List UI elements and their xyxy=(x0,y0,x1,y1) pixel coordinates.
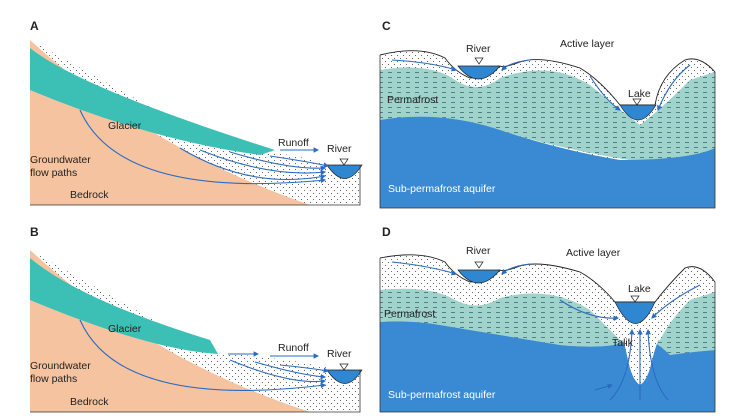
panel-c-letter: C xyxy=(382,19,391,33)
panel-c-river-label: River xyxy=(466,43,491,55)
panel-b-frame xyxy=(30,370,361,413)
panel-d-flow-arrow xyxy=(391,261,458,276)
panel-d-aquifer-label: Sub-permafrost aquifer xyxy=(388,389,496,401)
panel-a-flow-path xyxy=(229,151,327,171)
panel-b-flowpaths-label: flow paths xyxy=(30,373,77,385)
panel-d-active-layer-label: Active layer xyxy=(566,247,621,259)
panel-c-frame xyxy=(379,55,716,209)
panel-c-flow-arrow xyxy=(657,64,691,112)
panel-a-frame xyxy=(30,166,361,206)
panel-b-glacier-label: Glacier xyxy=(108,323,142,335)
panel-b-glacier xyxy=(30,258,218,354)
panel-d-permafrost-label: Permafrost xyxy=(384,308,435,320)
panel-a-groundwater-label: Groundwater xyxy=(30,154,91,166)
panel-b-flow-path xyxy=(254,361,327,380)
panel-a-river xyxy=(326,164,363,179)
panel-d-water-level-icon xyxy=(474,261,484,269)
panel-d-upwelling-arrow xyxy=(645,328,669,401)
panel-c-flow-arrow xyxy=(589,75,621,111)
panel-b-flow-path xyxy=(279,364,330,373)
panel-a-bedrock-label: Bedrock xyxy=(70,189,109,201)
panel-b-river xyxy=(326,369,363,384)
panel-c-aquifer-label: Sub-permafrost aquifer xyxy=(388,183,496,195)
panel-d-talik xyxy=(620,330,662,385)
panel-b-bedrock-label: Bedrock xyxy=(70,396,109,408)
panel-c-active-layer-label: Active layer xyxy=(560,38,615,50)
panel-a-glacier-label: Glacier xyxy=(108,120,142,132)
panel-c-flow-arrow xyxy=(501,59,531,71)
panel-a-glacier xyxy=(30,48,275,155)
panel-b-letter: B xyxy=(30,225,39,239)
panel-d-talik-label: Talik xyxy=(612,337,634,349)
panel-c-river xyxy=(457,65,501,80)
panel-a-flow-path xyxy=(179,147,327,181)
panel-d-frame xyxy=(379,258,716,413)
panel-b-flow-path xyxy=(79,319,327,391)
panel-d-lake-label: Lake xyxy=(628,283,651,295)
panel-a-flow-path xyxy=(79,109,327,185)
panel-d-flow-arrow xyxy=(651,284,701,319)
panel-b-flow-path xyxy=(229,359,327,385)
panel-d-letter: D xyxy=(382,225,391,239)
panel-c-sky xyxy=(380,40,715,105)
panel-b-river-label: River xyxy=(327,348,352,360)
panel-d-river xyxy=(457,269,501,284)
panel-b: B Glacier Runoff River Groundwater flow … xyxy=(30,225,363,413)
panel-b-runoff-label: Runoff xyxy=(278,342,309,354)
panel-c-flow-arrow xyxy=(391,59,458,72)
panel-c-lake-level-icon xyxy=(632,98,642,106)
panel-a-flow-path xyxy=(269,155,330,168)
panel-c-lake-label: Lake xyxy=(628,88,651,100)
panel-a: A Glacier Runoff River Groundwater flow … xyxy=(30,19,363,206)
panel-d-lake xyxy=(614,301,656,324)
panel-c-lake xyxy=(619,104,657,121)
panel-c-aquifer xyxy=(380,116,715,208)
panel-d-permafrost xyxy=(380,288,715,355)
panel-d-flow-arrow xyxy=(501,263,531,275)
panel-d-sky xyxy=(380,246,715,302)
panel-d: D River Active layer Lake Permafrost Tal… xyxy=(379,225,716,413)
panel-c-permafrost xyxy=(380,67,715,165)
panel-b-water-level-icon xyxy=(339,363,349,371)
panel-a-letter: A xyxy=(30,19,39,33)
panel-a-river-label: River xyxy=(327,143,352,155)
panel-b-bedrock xyxy=(30,250,310,412)
panel-a-bedrock xyxy=(30,40,310,205)
panel-a-flow-path xyxy=(199,149,327,176)
panel-a-water-level-icon xyxy=(339,158,349,166)
panel-d-upwelling-arrow xyxy=(609,328,635,401)
panel-c: C River Active layer Lake Permafrost Sub… xyxy=(379,19,716,209)
panel-d-upwelling-arrow xyxy=(594,383,614,391)
panel-c-water-level-icon xyxy=(474,57,484,65)
panel-d-lake-level-icon xyxy=(630,295,640,303)
panel-c-permafrost-label: Permafrost xyxy=(387,94,438,106)
panel-d-flow-arrow xyxy=(559,299,620,322)
panel-a-runoff-label: Runoff xyxy=(278,137,309,149)
panel-d-river-label: River xyxy=(466,245,491,257)
panel-a-flowpaths-label: flow paths xyxy=(30,167,77,179)
panel-b-groundwater-label: Groundwater xyxy=(30,360,91,372)
